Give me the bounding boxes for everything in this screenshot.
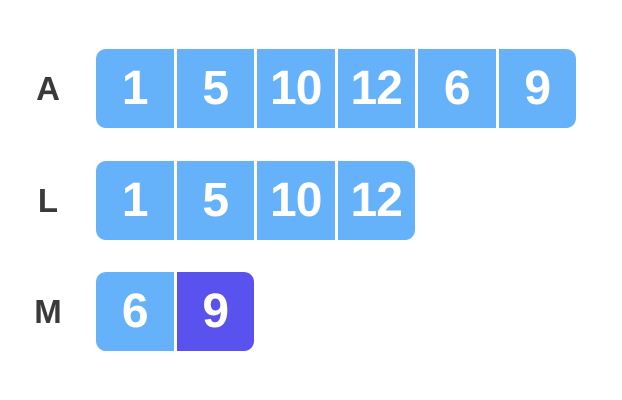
- array-m: 6 9: [96, 272, 254, 351]
- array-cell: 1: [96, 49, 174, 128]
- array-row-l: L 1 5 10 12: [0, 161, 415, 240]
- array-row-a: A 1 5 10 12 6 9: [0, 49, 576, 128]
- array-cell: 5: [176, 161, 254, 240]
- array-cell: 12: [337, 49, 415, 128]
- array-a: 1 5 10 12 6 9: [96, 49, 576, 128]
- array-cell: 9: [498, 49, 576, 128]
- array-cell: 10: [257, 161, 335, 240]
- array-cell: 6: [96, 272, 174, 351]
- array-cell: 12: [337, 161, 415, 240]
- array-l: 1 5 10 12: [96, 161, 415, 240]
- array-cell: 6: [418, 49, 496, 128]
- array-cell: 1: [96, 161, 174, 240]
- array-cell: 10: [257, 49, 335, 128]
- array-label-a: A: [36, 69, 60, 107]
- array-label-l: L: [37, 181, 59, 219]
- array-label-m: M: [34, 292, 62, 330]
- array-row-m: M 6 9: [0, 272, 254, 351]
- array-cell: 5: [176, 49, 254, 128]
- array-cell: 9: [176, 272, 254, 351]
